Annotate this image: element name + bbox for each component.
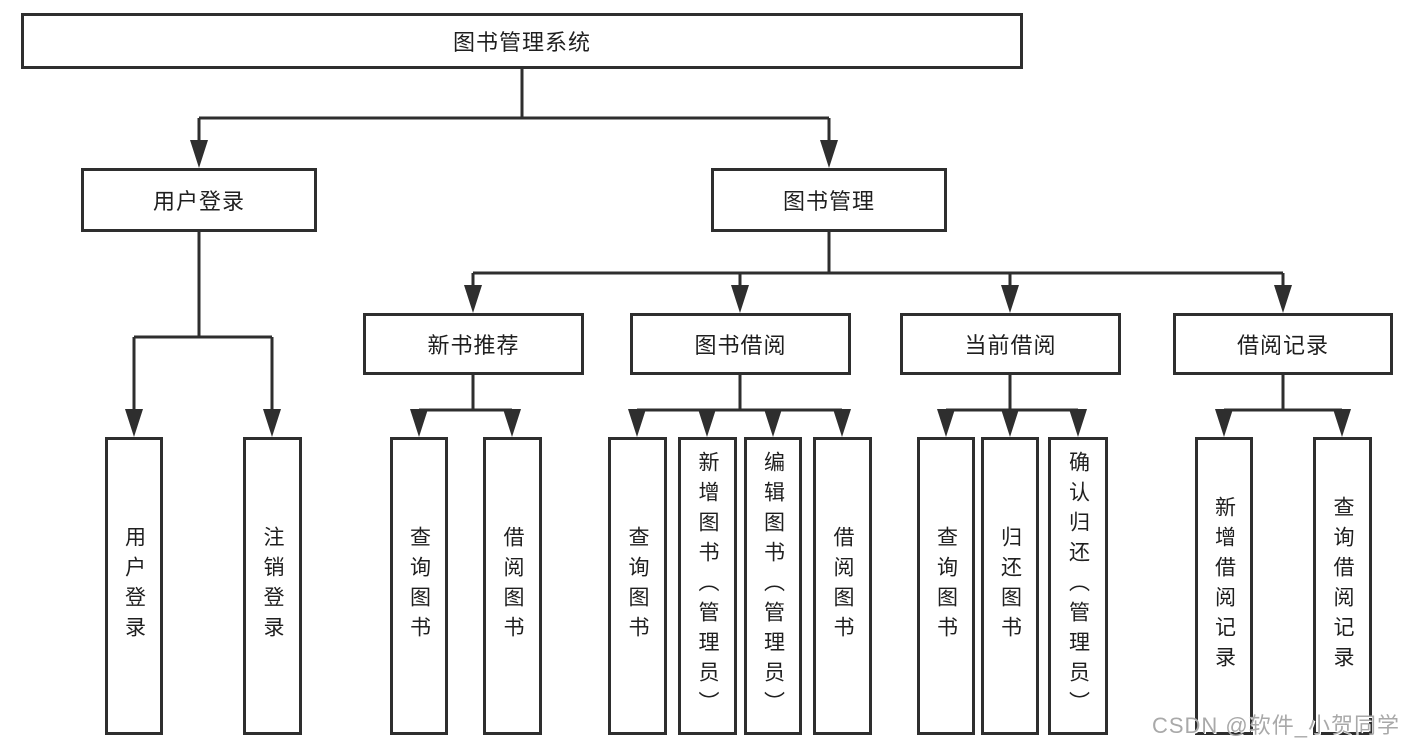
node-label: 图书管理 xyxy=(782,189,875,214)
leaf-user-login: 用户登录 xyxy=(105,437,163,735)
leaf-query-books-borrow: 查询图书 xyxy=(608,437,667,735)
leaf-label: 查询图书 xyxy=(934,526,958,646)
leaf-edit-books-admin: 编辑图书（管理员） xyxy=(744,437,802,735)
watermark: CSDN @软件_小贺同学 xyxy=(1151,713,1400,738)
node-label: 当前借阅 xyxy=(964,333,1057,358)
leaf-query-books-recommend: 查询图书 xyxy=(390,437,448,735)
leaf-label: 编辑图书（管理员） xyxy=(761,451,785,721)
leaf-query-books-current: 查询图书 xyxy=(917,437,975,735)
node-user-login-branch: 用户登录 xyxy=(81,168,317,232)
leaf-label: 查询图书 xyxy=(626,526,649,646)
node-label: 图书借阅 xyxy=(694,333,787,358)
leaf-return-books: 归还图书 xyxy=(981,437,1039,735)
leaf-logout: 注销登录 xyxy=(243,437,302,735)
node-label: 用户登录 xyxy=(152,189,245,214)
leaf-label: 借阅图书 xyxy=(501,526,524,646)
node-label: 借阅记录 xyxy=(1236,333,1329,358)
leaf-query-borrow-record: 查询借阅记录 xyxy=(1313,437,1372,735)
node-current-borrow: 当前借阅 xyxy=(900,313,1121,375)
node-book-management-branch: 图书管理 xyxy=(711,168,947,232)
leaf-label: 查询借阅记录 xyxy=(1331,496,1354,676)
node-new-book-recommend: 新书推荐 xyxy=(363,313,584,375)
leaf-label: 借阅图书 xyxy=(831,526,854,646)
node-label: 新书推荐 xyxy=(427,333,520,358)
leaf-add-borrow-record: 新增借阅记录 xyxy=(1195,437,1253,735)
node-book-borrow: 图书借阅 xyxy=(630,313,851,375)
leaf-label: 查询图书 xyxy=(407,526,431,646)
leaf-add-books-admin: 新增图书（管理员） xyxy=(678,437,737,735)
leaf-confirm-return-admin: 确认归还（管理员） xyxy=(1048,437,1108,735)
leaf-label: 注销登录 xyxy=(261,526,284,646)
leaf-label: 新增图书（管理员） xyxy=(696,451,719,721)
node-library-management-system: 图书管理系统 xyxy=(21,13,1023,69)
leaf-borrow-books-recommend: 借阅图书 xyxy=(483,437,542,735)
leaf-label: 新增借阅记录 xyxy=(1212,496,1236,676)
leaf-borrow-books: 借阅图书 xyxy=(813,437,872,735)
node-label: 图书管理系统 xyxy=(452,30,591,55)
leaf-label: 用户登录 xyxy=(122,526,146,646)
arrowheads xyxy=(125,140,1351,437)
node-borrow-records: 借阅记录 xyxy=(1173,313,1393,375)
leaf-label: 归还图书 xyxy=(998,526,1022,646)
leaf-label: 确认归还（管理员） xyxy=(1066,451,1090,721)
